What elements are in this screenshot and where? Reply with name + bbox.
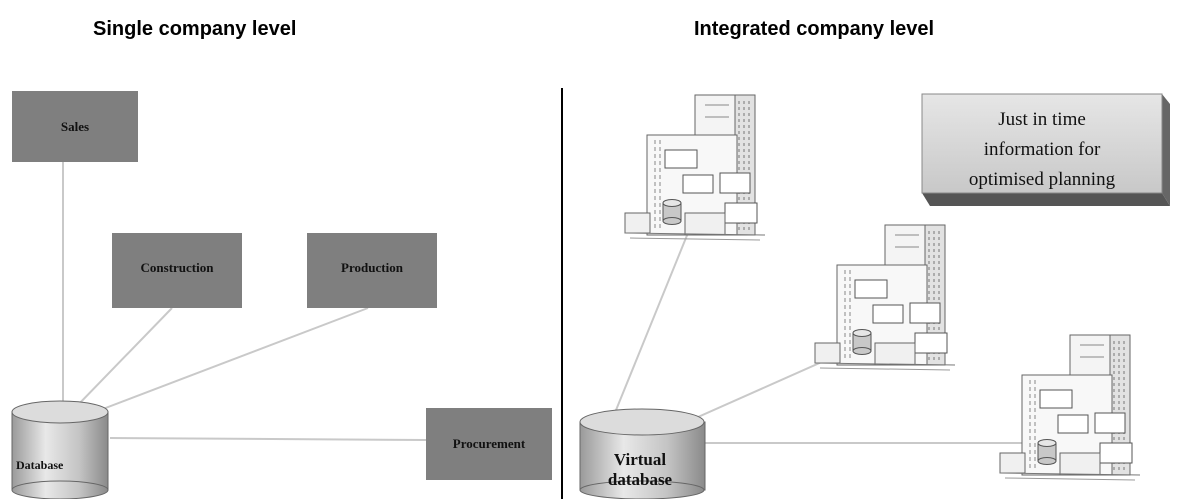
database-label: Database bbox=[16, 458, 64, 472]
integrated-company-heading: Integrated company level bbox=[694, 18, 935, 40]
production-label: Production bbox=[341, 260, 404, 275]
database-cylinder: Database bbox=[11, 400, 109, 499]
procurement-box: Procurement bbox=[426, 408, 552, 480]
construction-box: Construction bbox=[112, 233, 242, 308]
jit-line-2: information for bbox=[984, 139, 1101, 160]
building-1-connector bbox=[611, 227, 691, 421]
construction-connector bbox=[74, 307, 173, 409]
sales-label: Sales bbox=[61, 119, 89, 134]
virtual-database-cylinder: Virtual database bbox=[579, 408, 706, 499]
construction-label: Construction bbox=[141, 260, 215, 275]
jit-info-box: Just in time information for optimised p… bbox=[921, 93, 1170, 206]
jit-line-3: optimised planning bbox=[969, 169, 1116, 190]
left-connectors bbox=[62, 162, 427, 441]
production-connector bbox=[94, 307, 369, 413]
jit-line-1: Just in time bbox=[998, 109, 1086, 130]
single-company-heading: Single company level bbox=[93, 18, 297, 40]
building-1-icon bbox=[624, 94, 766, 241]
building-2-icon bbox=[814, 224, 956, 371]
production-box: Production bbox=[307, 233, 437, 308]
virtual-db-line-1: Virtual bbox=[614, 450, 667, 469]
procurement-connector bbox=[109, 437, 427, 441]
sales-box: Sales bbox=[12, 91, 138, 162]
procurement-label: Procurement bbox=[453, 436, 526, 451]
virtual-db-line-2: database bbox=[608, 470, 673, 489]
building-3-icon bbox=[999, 334, 1141, 481]
